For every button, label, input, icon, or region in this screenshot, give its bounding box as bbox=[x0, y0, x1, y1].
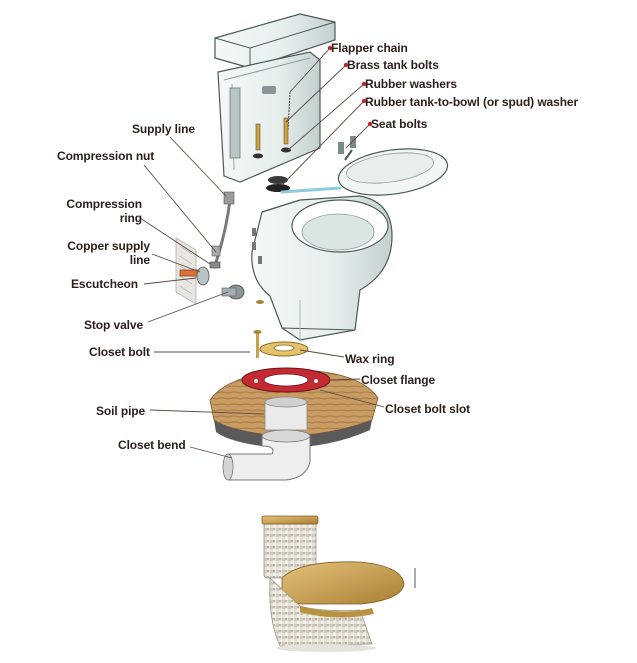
label-wax-ring: Wax ring bbox=[345, 352, 395, 366]
leader-rubber-washers bbox=[287, 83, 365, 151]
leader-brass-tank-bolts bbox=[285, 64, 347, 123]
leader-copper-supply-line bbox=[151, 253, 201, 273]
leader-closet-bolt-slot bbox=[319, 389, 385, 408]
label-compression-nut: Compression nut bbox=[57, 149, 155, 163]
label-seat-bolts: Seat bolts bbox=[371, 117, 428, 131]
toilet-tank bbox=[217, 51, 321, 192]
leader-stop-valve bbox=[147, 291, 229, 323]
leader-closet-bend bbox=[189, 446, 233, 459]
leader-closet-flange bbox=[329, 378, 361, 381]
toilet-seat bbox=[337, 136, 449, 196]
toilet-bowl bbox=[251, 186, 393, 341]
label-rubber-washers: Rubber washers bbox=[365, 77, 457, 91]
label-brass-tank-bolts: Brass tank bolts bbox=[347, 58, 439, 72]
label-copper-supply-line: Copper supply line bbox=[67, 239, 150, 267]
label-spud-washer: Rubber tank-to-bowl (or spud) washer bbox=[365, 95, 579, 109]
leader-escutcheon bbox=[143, 277, 197, 285]
closet-bolts bbox=[252, 228, 264, 358]
closet-flange bbox=[241, 367, 331, 393]
red-arrowheads bbox=[327, 45, 373, 127]
leader-compression-nut bbox=[143, 164, 217, 253]
leader-supply-line bbox=[169, 136, 227, 197]
tank-lid bbox=[214, 13, 336, 69]
label-stop-valve: Stop valve bbox=[84, 318, 144, 332]
gold-toilet-photo bbox=[261, 515, 416, 652]
label-closet-bolt: Closet bolt bbox=[89, 345, 150, 359]
leader-lines bbox=[139, 47, 385, 459]
label-soil-pipe: Soil pipe bbox=[96, 404, 146, 418]
leader-flapper-chain bbox=[289, 47, 331, 93]
closet-bend bbox=[222, 429, 311, 481]
label-closet-bend: Closet bend bbox=[118, 438, 186, 452]
wax-ring bbox=[259, 341, 309, 357]
leader-seat-bolts bbox=[345, 123, 371, 149]
label-compression-ring: Compression ring bbox=[66, 197, 142, 225]
leader-wax-ring bbox=[299, 349, 345, 358]
label-flapper-chain: Flapper chain bbox=[331, 41, 408, 55]
label-closet-bolt-slot: Closet bolt slot bbox=[385, 402, 471, 416]
label-closet-flange: Closet flange bbox=[361, 373, 436, 387]
leader-soil-pipe bbox=[149, 409, 265, 415]
leader-compression-ring bbox=[139, 217, 211, 265]
label-escutcheon: Escutcheon bbox=[71, 277, 139, 291]
soil-pipe bbox=[264, 396, 308, 431]
label-supply-line: Supply line bbox=[132, 122, 195, 136]
leader-spud-washer bbox=[281, 100, 365, 186]
